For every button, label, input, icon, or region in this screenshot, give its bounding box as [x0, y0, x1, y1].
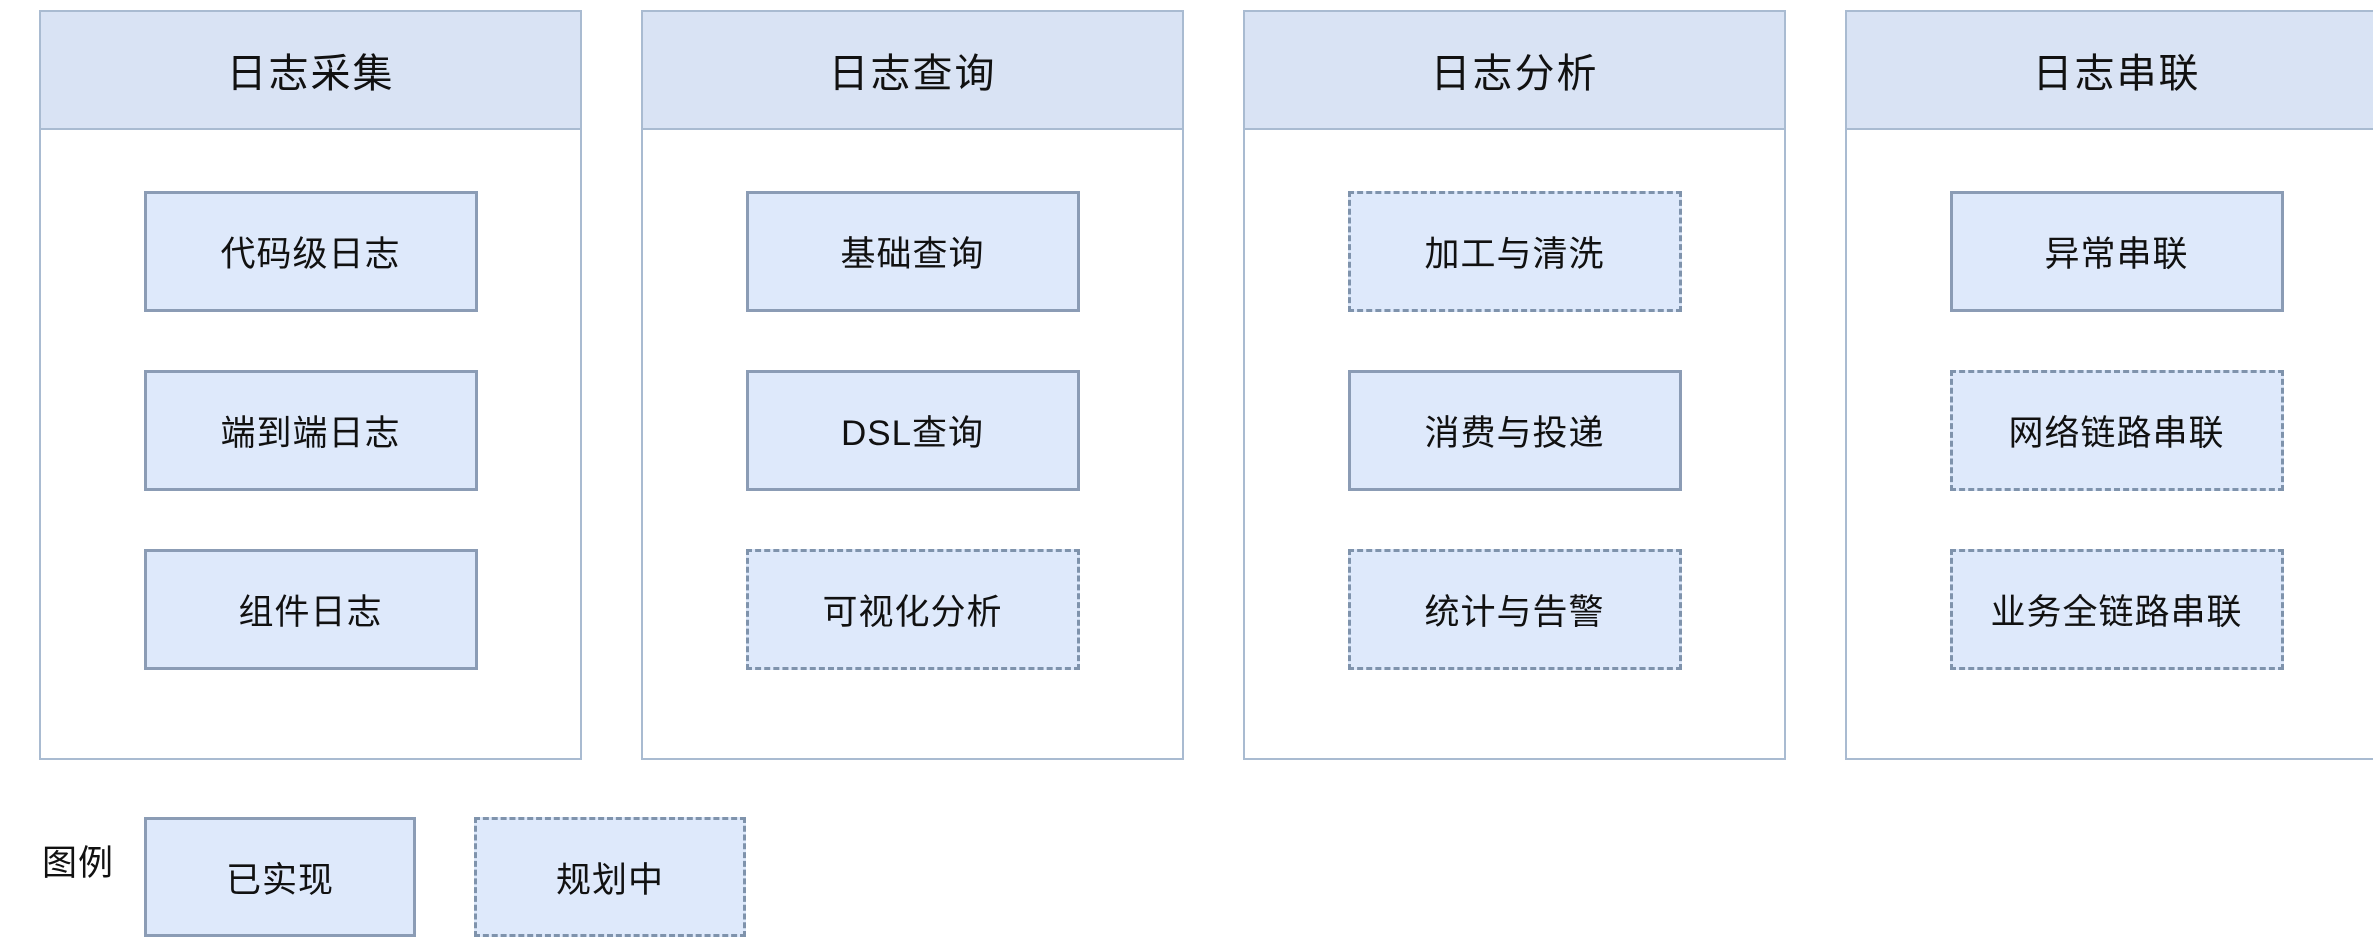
column-log-collection-body: 代码级日志 端到端日志 组件日志 — [41, 130, 580, 670]
column-log-analysis-body: 加工与清洗 消费与投递 统计与告警 — [1245, 130, 1784, 670]
legend-implemented-box: 已实现 — [144, 817, 416, 937]
box-label: 代码级日志 — [220, 235, 401, 274]
box-label: 业务全链路串联 — [1990, 593, 2243, 632]
box-label: 消费与投递 — [1424, 414, 1605, 453]
box-label: 组件日志 — [238, 593, 383, 632]
column-log-tracing-body: 异常串联 网络链路串联 业务全链路串联 — [1847, 130, 2373, 670]
column-log-analysis-header: 日志分析 — [1245, 12, 1784, 130]
legend-implemented-label: 已实现 — [225, 860, 334, 900]
column-title: 日志查询 — [828, 52, 997, 96]
box-visual-analysis: 可视化分析 — [745, 549, 1080, 670]
box-code-level-logs: 代码级日志 — [143, 191, 478, 312]
box-component-logs: 组件日志 — [143, 549, 478, 670]
box-processing-cleaning: 加工与清洗 — [1347, 191, 1682, 312]
box-label: 可视化分析 — [822, 593, 1003, 632]
box-label: 统计与告警 — [1424, 593, 1605, 632]
column-log-tracing: 日志串联 异常串联 网络链路串联 业务全链路串联 — [1845, 10, 2373, 760]
column-log-query: 日志查询 基础查询 DSL查询 可视化分析 — [641, 10, 1184, 760]
box-business-full-link-tracing: 业务全链路串联 — [1949, 549, 2284, 670]
column-log-query-body: 基础查询 DSL查询 可视化分析 — [643, 130, 1182, 670]
box-label: 加工与清洗 — [1424, 235, 1605, 274]
box-label: 基础查询 — [840, 235, 985, 274]
column-log-analysis: 日志分析 加工与清洗 消费与投递 统计与告警 — [1243, 10, 1786, 760]
column-log-collection-header: 日志采集 — [41, 12, 580, 130]
box-label: 端到端日志 — [220, 414, 401, 453]
box-network-link-tracing: 网络链路串联 — [1949, 370, 2284, 491]
box-exception-tracing: 异常串联 — [1949, 191, 2284, 312]
box-label: 异常串联 — [2044, 235, 2189, 274]
box-end-to-end-logs: 端到端日志 — [143, 370, 478, 491]
column-title: 日志采集 — [226, 52, 395, 96]
box-consume-deliver: 消费与投递 — [1347, 370, 1682, 491]
box-label: DSL查询 — [840, 414, 985, 453]
column-title: 日志分析 — [1430, 52, 1599, 96]
legend-label: 图例 — [42, 843, 115, 883]
box-basic-query: 基础查询 — [745, 191, 1080, 312]
box-stats-alerting: 统计与告警 — [1347, 549, 1682, 670]
legend-planned-box: 规划中 — [474, 817, 746, 937]
box-label: 网络链路串联 — [2008, 414, 2225, 453]
column-title: 日志串联 — [2032, 52, 2201, 96]
column-log-tracing-header: 日志串联 — [1847, 12, 2373, 130]
column-log-query-header: 日志查询 — [643, 12, 1182, 130]
box-dsl-query: DSL查询 — [745, 370, 1080, 491]
legend-planned-label: 规划中 — [555, 860, 664, 900]
column-log-collection: 日志采集 代码级日志 端到端日志 组件日志 — [39, 10, 582, 760]
